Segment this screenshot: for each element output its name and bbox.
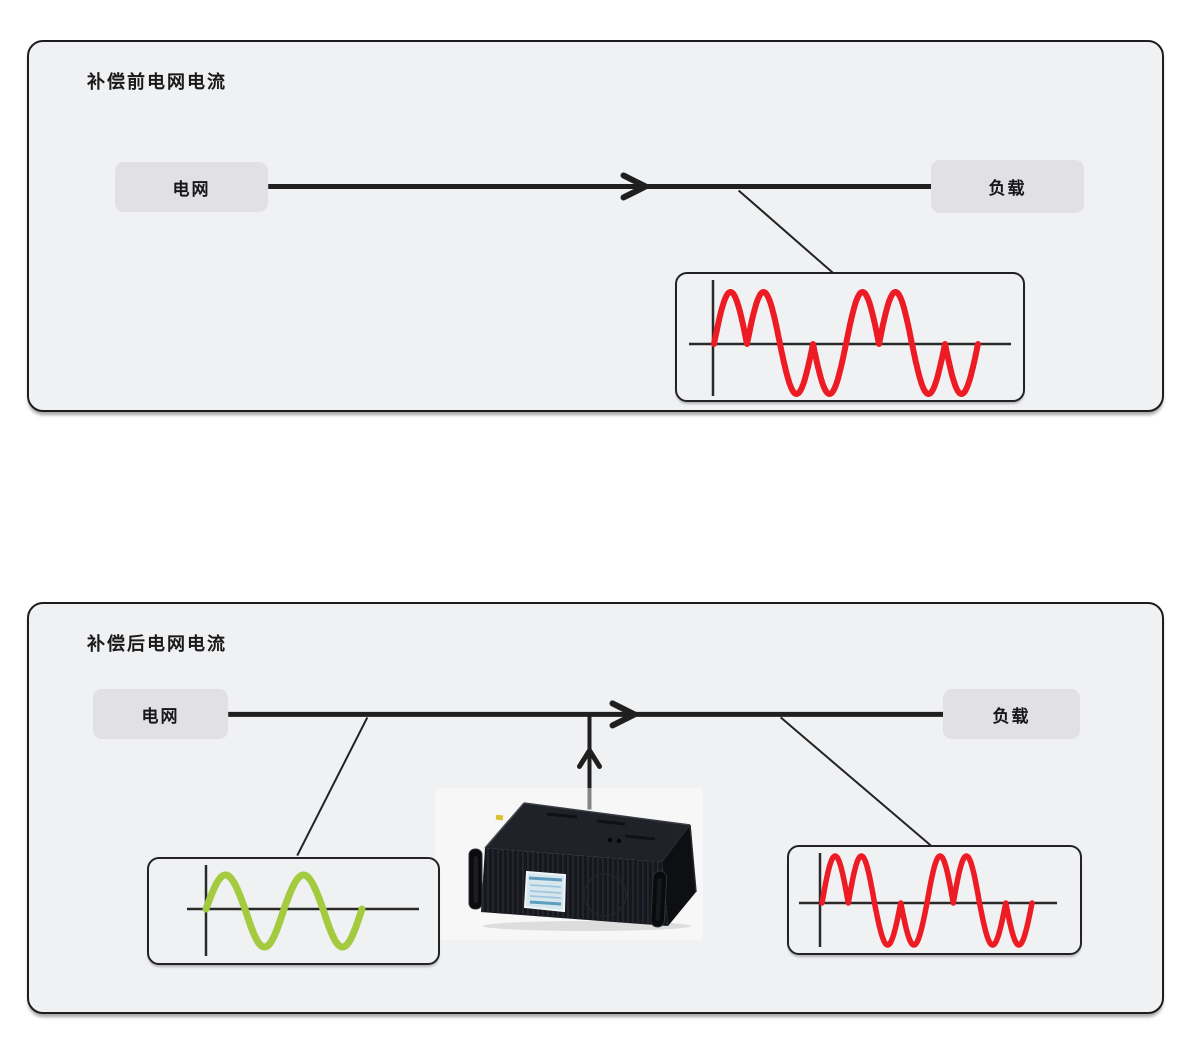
device-top-face bbox=[485, 803, 690, 862]
indicator-dot bbox=[616, 838, 622, 844]
callout-line-load-wave bbox=[737, 189, 835, 275]
arrowhead-right-icon bbox=[620, 172, 649, 201]
distorted-waveform-box bbox=[787, 845, 1082, 955]
apf-device-image bbox=[467, 795, 707, 932]
load-node: 负载 bbox=[931, 160, 1084, 213]
device-side-face bbox=[662, 825, 696, 926]
grid-node-label: 电网 bbox=[172, 179, 211, 199]
top-vent-slots bbox=[546, 812, 656, 841]
distorted-waveform-box bbox=[675, 272, 1025, 402]
grid-node: 电网 bbox=[115, 162, 268, 212]
apf-device-drawing bbox=[468, 802, 697, 931]
panel-title-before: 补偿前电网电流 bbox=[87, 72, 227, 92]
panel-after-compensation: 补偿后电网电流 电网 负载 bbox=[27, 602, 1164, 1014]
distorted-wave bbox=[711, 289, 981, 397]
distorted-waveform-plot bbox=[799, 853, 1057, 948]
device-right-handle bbox=[650, 870, 668, 928]
panel-before-compensation: 补偿前电网电流 电网 负载 bbox=[27, 40, 1164, 412]
yellow-label bbox=[495, 814, 504, 821]
load-node-label: 负载 bbox=[988, 179, 1027, 198]
indicator-dot bbox=[607, 837, 613, 843]
arrowhead-right-icon bbox=[609, 700, 638, 729]
callout-line-grid-wave bbox=[296, 716, 369, 856]
load-node-label: 负载 bbox=[992, 706, 1031, 726]
panel-title-after: 补偿后电网电流 bbox=[87, 634, 227, 654]
distorted-wave bbox=[819, 853, 1035, 948]
distorted-waveform-plot bbox=[689, 280, 1011, 397]
clean-sine-waveform-box bbox=[147, 857, 440, 965]
device-touchscreen bbox=[523, 870, 567, 913]
callout-line-load-wave bbox=[780, 716, 932, 847]
grid-node-label: 电网 bbox=[141, 706, 180, 726]
arrowhead-up-icon bbox=[576, 747, 603, 769]
device-left-handle bbox=[468, 848, 483, 910]
load-node: 负载 bbox=[943, 689, 1080, 739]
fan-outline bbox=[583, 873, 627, 917]
grid-node: 电网 bbox=[93, 689, 228, 739]
sine-wave bbox=[202, 871, 366, 951]
clean-sine-plot bbox=[187, 865, 419, 956]
